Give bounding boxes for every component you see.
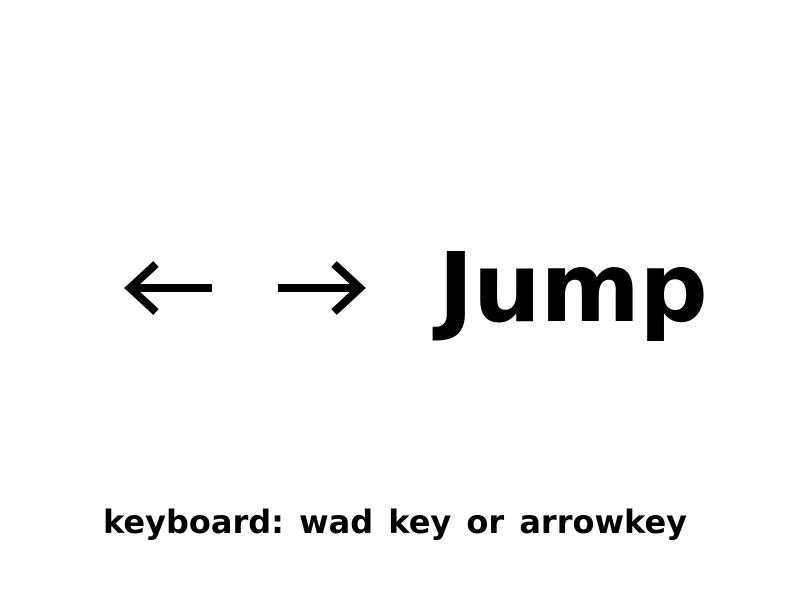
- controls-row: Jump: [120, 232, 708, 344]
- right-arrow-icon: [274, 258, 370, 318]
- left-arrow-icon: [120, 258, 216, 318]
- keyboard-hint: keyboard: wad key or arrowkey: [103, 503, 688, 541]
- jump-label: Jump: [438, 232, 708, 344]
